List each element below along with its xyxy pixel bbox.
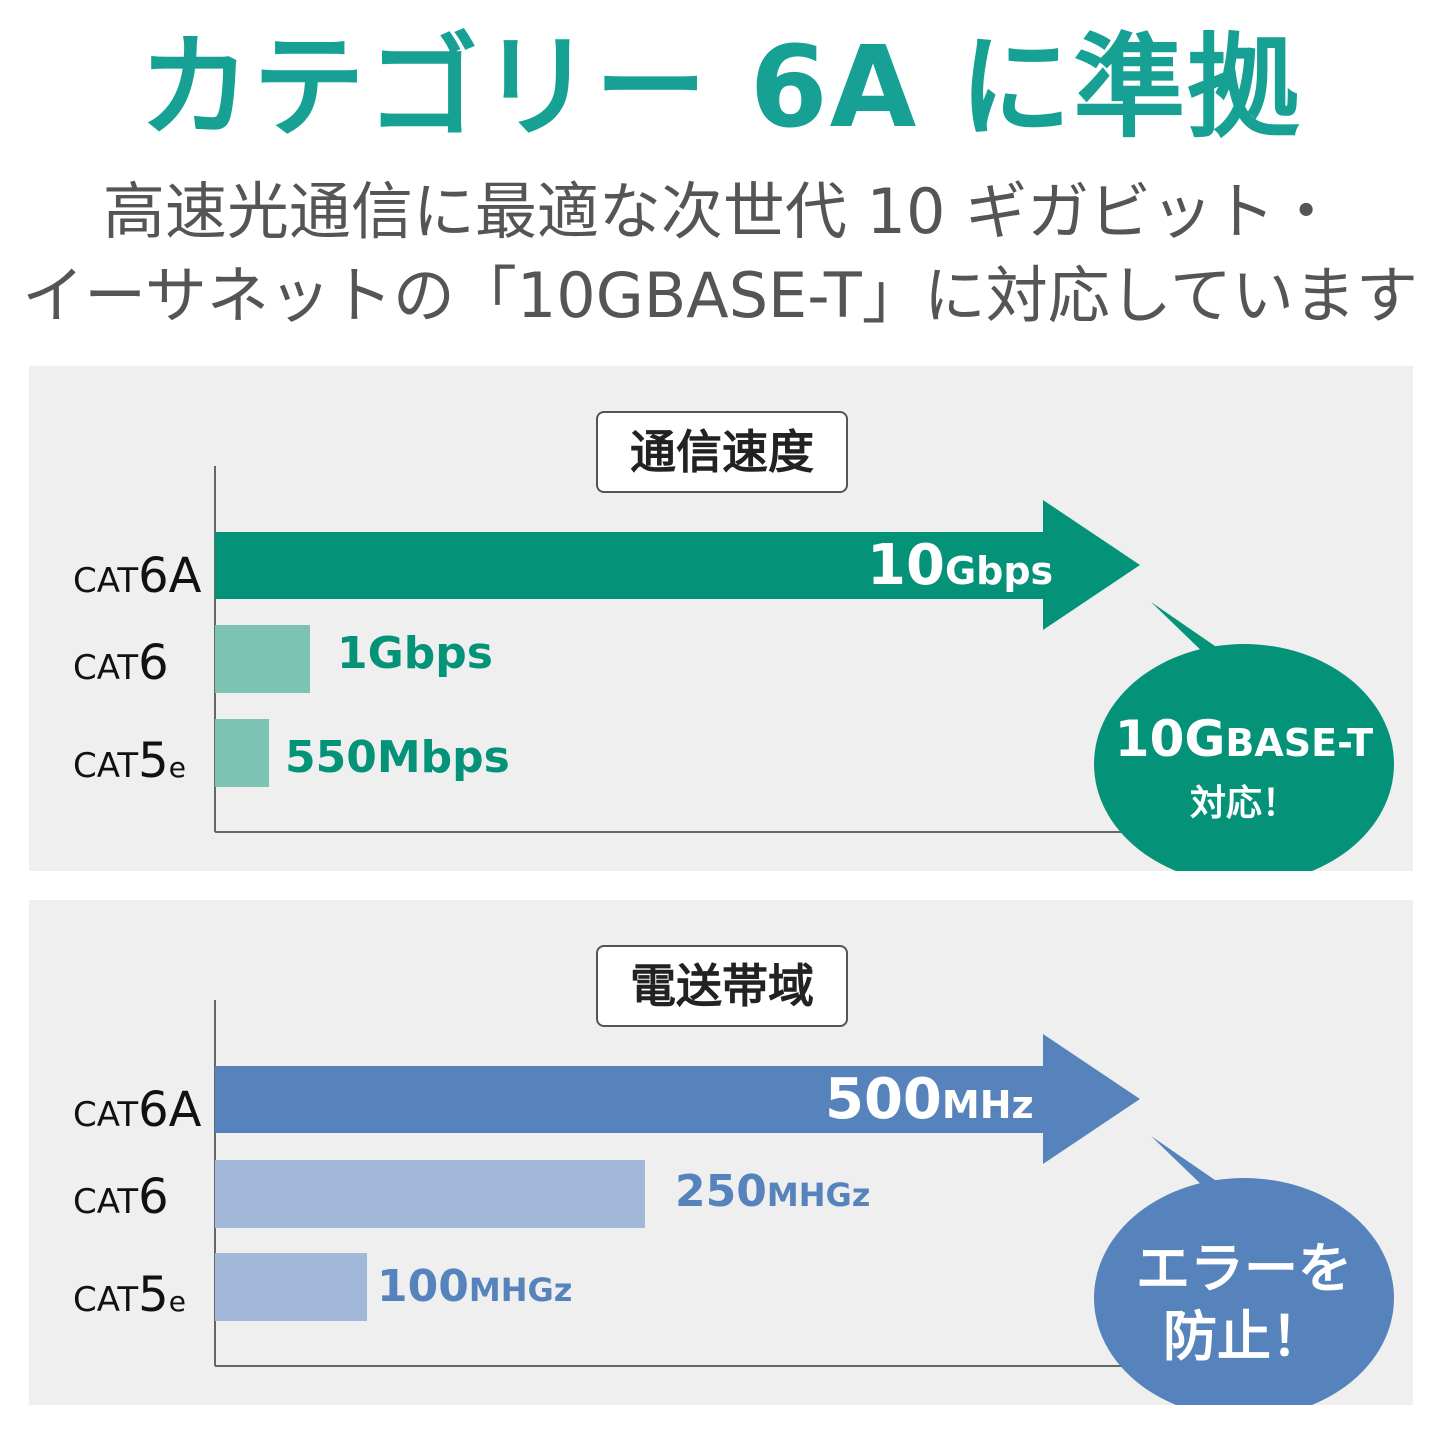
speed-bar-cat6 [215, 625, 310, 693]
speed-value-label-cat6: 1Gbps [337, 628, 493, 679]
subline-2: イーサネットの「10GBASE-T」に対応しています [22, 259, 1418, 332]
bandwidth-cat-label-cat6: CAT6 [73, 1169, 169, 1225]
bandwidth-cat-label-cat5e: CAT5e [73, 1267, 186, 1323]
speed-value-label-cat5e: 550Mbps [285, 732, 510, 783]
subline-1: 高速光通信に最適な次世代 10 ギガビット・ [102, 175, 1338, 248]
bandwidth-chart [214, 1000, 1394, 1405]
speed-value-label-cat6a: 10Gbps [867, 533, 1054, 598]
bandwidth-callout-bubble [1094, 1178, 1394, 1405]
bandwidth-bar-cat5e [215, 1253, 367, 1321]
speed-cat-label-cat6a: CAT6A [73, 548, 202, 604]
bandwidth-bar-cat6a [215, 1034, 1140, 1164]
speed-cat-label-cat5e: CAT5e [73, 733, 186, 789]
speed-bar-cat6a [215, 500, 1140, 630]
bandwidth-panel: 電送帯域 CAT6A CAT6 CAT5e 500MHz 250MHGz 100… [29, 900, 1413, 1405]
bandwidth-value-label-cat6a: 500MHz [825, 1067, 1034, 1132]
bandwidth-value-label-cat6: 250MHGz [675, 1166, 871, 1217]
bandwidth-value-label-cat5e: 100MHGz [377, 1261, 573, 1312]
speed-cat-label-cat6: CAT6 [73, 635, 169, 691]
speed-chart [214, 466, 1394, 871]
bandwidth-cat-label-cat6a: CAT6A [73, 1082, 202, 1138]
speed-bar-cat5e [215, 719, 269, 787]
speed-title: 通信速度 [596, 411, 848, 493]
bandwidth-bar-cat6 [215, 1160, 645, 1228]
bandwidth-callout-text: エラーを 防止！ [1136, 1237, 1352, 1368]
speed-callout-text: 10GBASE-T 対応！ [1114, 710, 1374, 824]
bandwidth-title: 電送帯域 [596, 945, 848, 1027]
speed-panel: 通信速度 CAT6A CAT6 CAT5e 10Gbps 1Gbps 550Mb… [29, 366, 1413, 871]
headline: カテゴリー 6A に準拠 [138, 23, 1302, 153]
speed-callout-bubble [1094, 644, 1394, 871]
